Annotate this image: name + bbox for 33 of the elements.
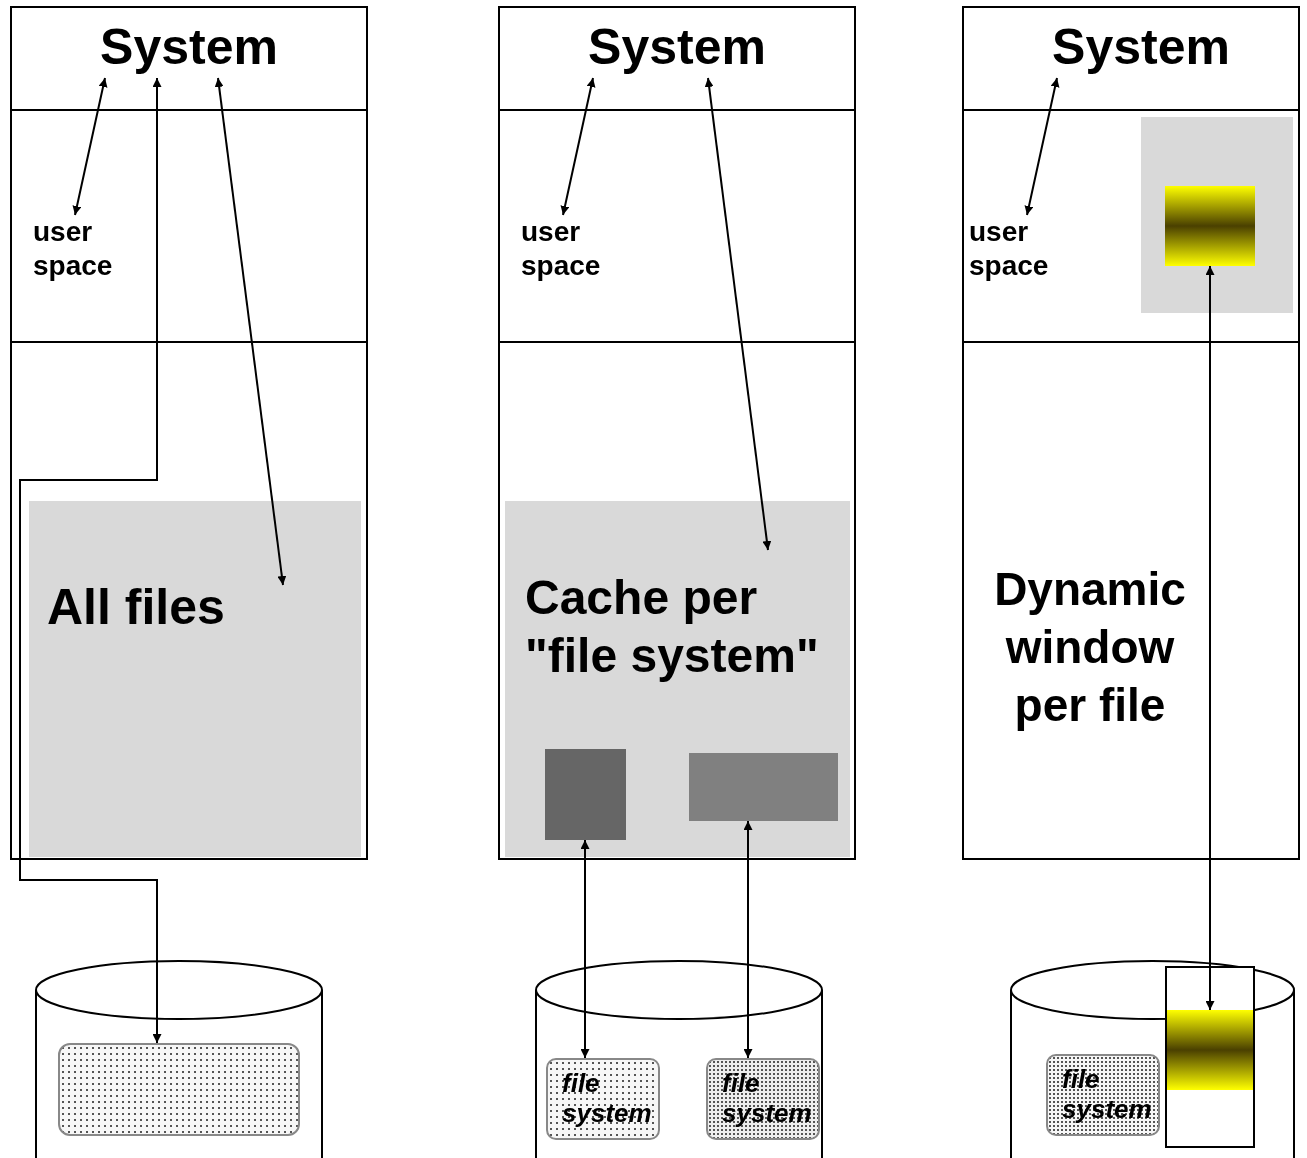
block-label: file system <box>1062 1064 1153 1124</box>
arrow <box>1024 77 1060 216</box>
dotted-storage-area <box>58 1043 300 1136</box>
file-system-block <box>546 1058 660 1140</box>
section-label: user space <box>33 215 143 283</box>
section-label: user space <box>969 215 1079 283</box>
cache-block <box>689 753 838 821</box>
arrow <box>1205 265 1215 1011</box>
arrow <box>560 77 596 216</box>
disk-cylinder <box>35 960 323 1158</box>
memory-area <box>1141 117 1293 313</box>
window-block <box>1165 186 1255 266</box>
arrow <box>580 839 590 1059</box>
block-label: file system <box>722 1068 813 1128</box>
arrow <box>214 77 287 586</box>
disk-cylinder <box>535 960 823 1158</box>
all-files-area <box>29 501 361 857</box>
cache-block <box>545 749 626 840</box>
section-title: System <box>89 16 289 78</box>
window-frame <box>1165 966 1255 1148</box>
file-system-block <box>1046 1054 1160 1136</box>
arrow <box>743 820 753 1059</box>
arrow <box>704 77 772 551</box>
window-block <box>1167 1010 1253 1090</box>
disk-cylinder <box>1010 960 1295 1158</box>
arrow <box>72 77 108 216</box>
block-label: file system <box>562 1068 653 1128</box>
arrow <box>19 77 162 1044</box>
cache-area <box>505 501 850 857</box>
section-title: System <box>577 16 777 78</box>
file-system-block <box>706 1058 820 1140</box>
section-label: user space <box>521 215 631 283</box>
section-title: System <box>1041 16 1241 78</box>
